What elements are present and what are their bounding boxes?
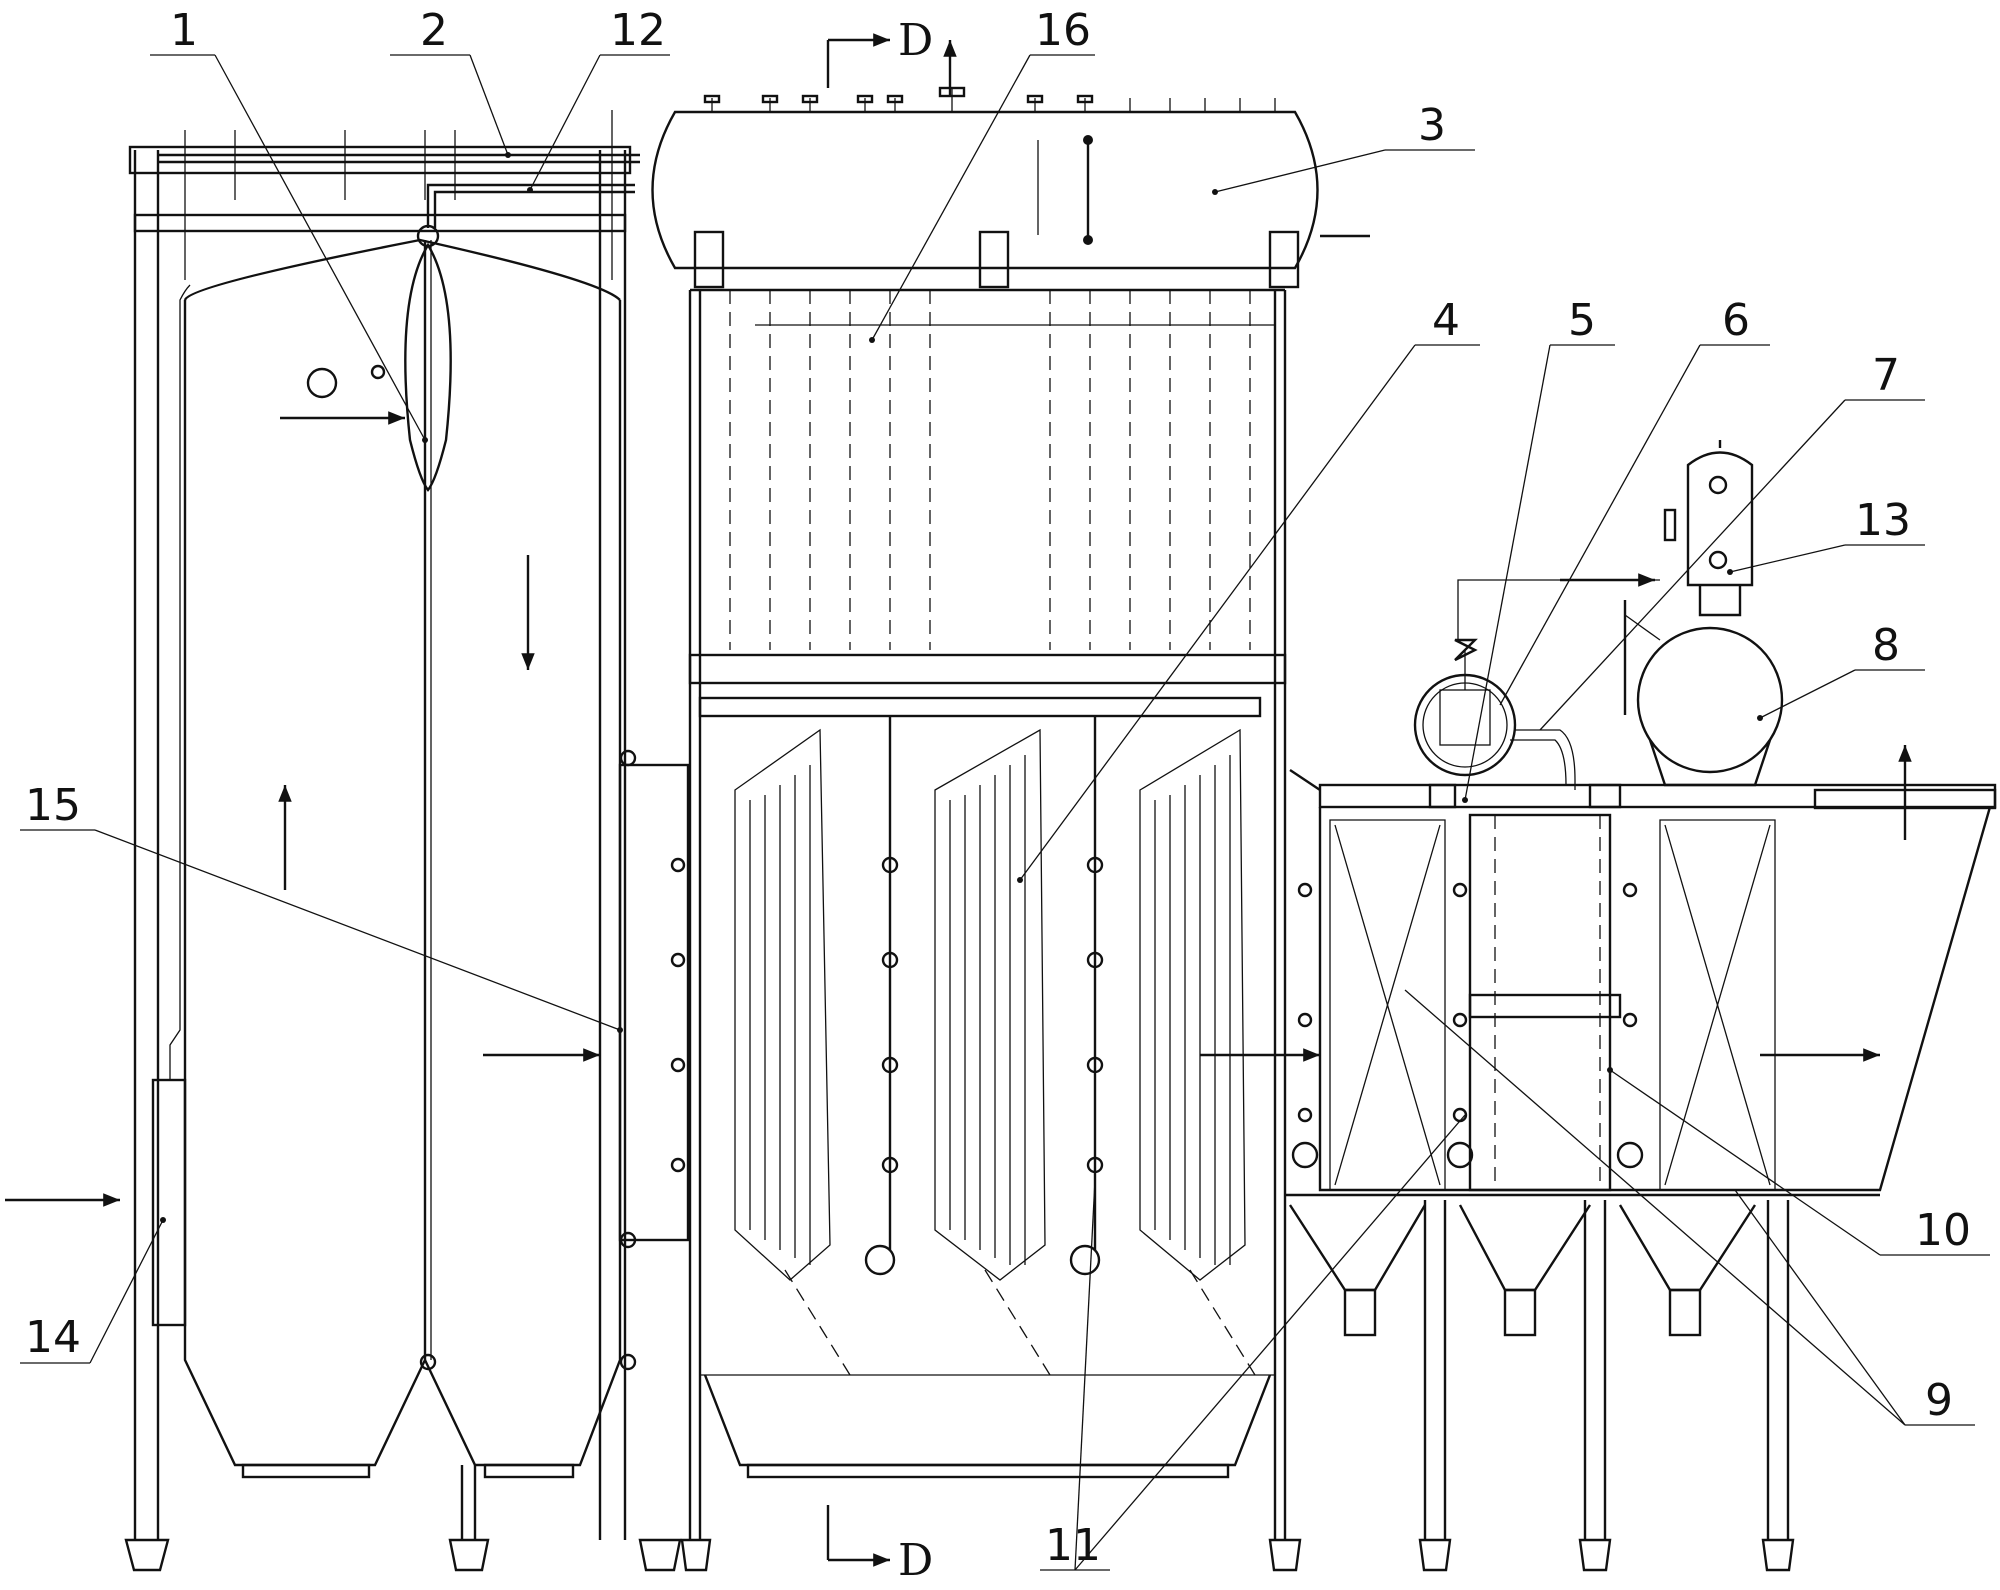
callout-4: 4 bbox=[1432, 295, 1460, 346]
callout-2: 2 bbox=[420, 5, 448, 56]
callout-1: 1 bbox=[170, 5, 198, 56]
callout-15: 15 bbox=[25, 780, 81, 831]
callout-9: 9 bbox=[1925, 1375, 1953, 1426]
callout-leaders bbox=[20, 54, 1990, 1571]
section-mark-top: D bbox=[826, 15, 933, 88]
callout-3: 3 bbox=[1418, 100, 1446, 151]
callout-10: 10 bbox=[1915, 1205, 1971, 1256]
callout-16: 16 bbox=[1035, 5, 1091, 56]
callout-11: 11 bbox=[1045, 1520, 1101, 1571]
right-separator-section bbox=[1285, 440, 1997, 1572]
drum-top-nozzles bbox=[703, 86, 1276, 112]
callout-8: 8 bbox=[1872, 620, 1900, 671]
callout-5: 5 bbox=[1568, 295, 1596, 346]
callout-14: 14 bbox=[25, 1312, 81, 1363]
callout-6: 6 bbox=[1722, 295, 1750, 346]
section-mark-bottom: D bbox=[826, 1505, 933, 1586]
section-label-top: D bbox=[898, 15, 933, 66]
downcomer-columns bbox=[864, 716, 1104, 1276]
top-hangers bbox=[184, 110, 613, 280]
callout-13: 13 bbox=[1855, 495, 1911, 546]
callout-numbers: 1 2 12 16 3 4 5 6 7 13 8 15 14 10 9 11 bbox=[25, 5, 1971, 1571]
center-boiler-section bbox=[618, 40, 1370, 1572]
callout-12: 12 bbox=[610, 5, 666, 56]
serpentine-tube-bundles bbox=[734, 728, 1246, 1281]
callout-7: 7 bbox=[1872, 350, 1900, 401]
left-furnace-chamber bbox=[5, 110, 682, 1572]
convection-tubes-upper bbox=[729, 290, 1275, 650]
section-label-bottom: D bbox=[898, 1535, 933, 1586]
